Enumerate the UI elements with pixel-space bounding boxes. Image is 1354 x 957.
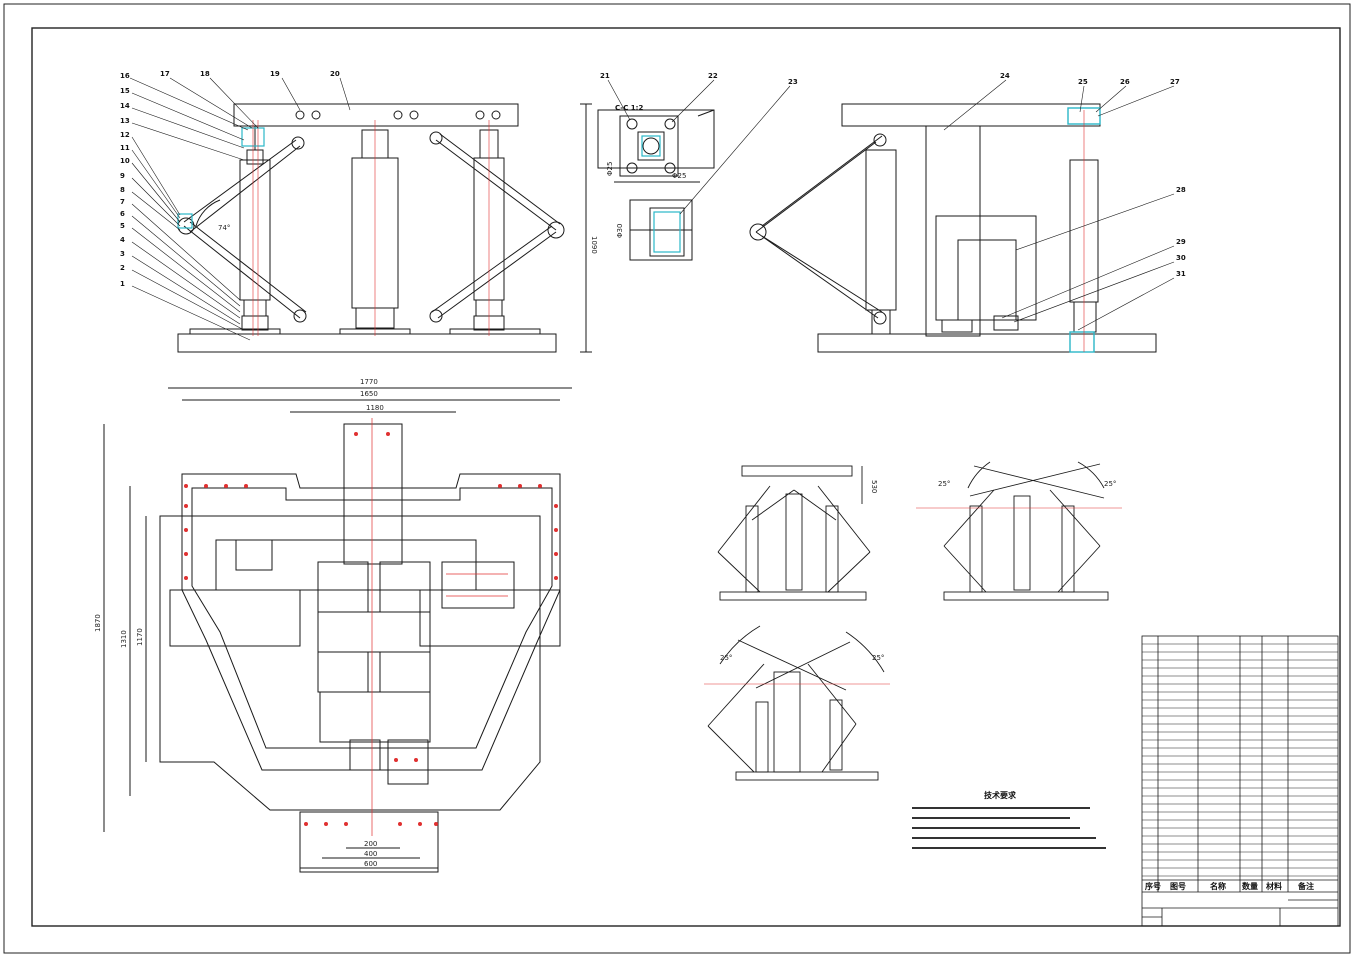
parts-header-no: 序号 [1145, 881, 1161, 891]
front-angle-label: 74° [218, 224, 230, 232]
pose-view-3 [707, 625, 885, 781]
plan-dim-1650: 1650 [360, 390, 378, 398]
balloon-8: 8 [120, 186, 125, 194]
plan-dim-400: 400 [364, 850, 377, 858]
pose-dim-angle-3: 25° [720, 654, 732, 662]
balloon-19: 19 [270, 70, 280, 78]
balloon-26: 26 [1120, 78, 1130, 86]
balloon-13: 13 [120, 117, 130, 125]
parts-list-rows [1142, 643, 1338, 877]
balloon-3: 3 [120, 250, 125, 258]
side-view [749, 103, 1157, 353]
plan-view [103, 387, 572, 873]
balloon-29: 29 [1176, 238, 1186, 246]
balloon-21: 21 [600, 72, 610, 80]
pose-view-2 [943, 461, 1109, 601]
parts-header-material: 材料 [1266, 881, 1282, 891]
balloon-12: 12 [120, 131, 130, 139]
balloon-18: 18 [200, 70, 210, 78]
balloon-14: 14 [120, 102, 130, 110]
tech-req-lines [912, 807, 1106, 849]
balloon-11: 11 [120, 144, 130, 152]
balloon-6: 6 [120, 210, 125, 218]
balloon-16: 16 [120, 72, 130, 80]
section-dim-d2: Φ25 [606, 162, 614, 176]
balloon-15: 15 [120, 87, 130, 95]
parts-header-remark: 备注 [1297, 881, 1314, 891]
balloon-20: 20 [330, 70, 340, 78]
balloon-24: 24 [1000, 72, 1010, 80]
balloon-23: 23 [788, 78, 798, 86]
tech-req-title: 技术要求 [984, 790, 1017, 800]
balloon-2: 2 [120, 264, 125, 272]
balloon-4: 4 [120, 236, 125, 244]
balloon-30: 30 [1176, 254, 1186, 262]
section-cc-label: C-C 1:2 [615, 104, 643, 112]
front-view-highlights [177, 127, 265, 229]
front-height-label: 1090 [590, 236, 598, 254]
balloon-1: 1 [120, 280, 125, 288]
inner-border [31, 27, 1341, 927]
balloon-10: 10 [120, 157, 130, 165]
balloon-9: 9 [120, 172, 125, 180]
parts-header-name: 名称 [1210, 881, 1226, 891]
pose-view-1 [717, 465, 871, 601]
plan-dim-1310: 1310 [120, 630, 128, 648]
balloon-5: 5 [120, 222, 125, 230]
plan-dim-1770: 1770 [360, 378, 378, 386]
pose-dim-angle-4: 25° [872, 654, 884, 662]
pose-dim-angle-2: 25° [1104, 480, 1116, 488]
plan-dim-1180: 1180 [366, 404, 384, 412]
front-view-balloons: 16 17 18 19 20 15 14 13 12 11 10 9 8 7 6… [120, 70, 351, 341]
section-dim-d1: Φ25 [672, 172, 686, 180]
front-view [177, 103, 592, 353]
plan-view-holes [184, 432, 558, 826]
balloon-31: 31 [1176, 270, 1186, 278]
plan-dim-1870: 1870 [94, 614, 102, 632]
plan-dim-200: 200 [364, 840, 377, 848]
front-view-centerlines [252, 120, 490, 336]
section-dim-d3: Φ30 [616, 224, 624, 238]
section-cc-highlights [641, 135, 681, 253]
balloon-25: 25 [1078, 78, 1088, 86]
balloon-27: 27 [1170, 78, 1180, 86]
parts-header-qty: 数量 [1242, 881, 1258, 891]
balloon-17: 17 [160, 70, 170, 78]
balloon-7: 7 [120, 198, 125, 206]
balloon-28: 28 [1176, 186, 1186, 194]
plan-dim-1170: 1170 [136, 628, 144, 646]
plan-dim-600: 600 [364, 860, 377, 868]
plan-view-centerlines [371, 418, 508, 836]
parts-header-code: 图号 [1170, 882, 1186, 891]
pose-dim-angle-1: 25° [938, 480, 950, 488]
balloon-22: 22 [708, 72, 718, 80]
outer-border [3, 3, 1351, 954]
section-cc-view [597, 109, 715, 261]
pose-dim-height: 530 [870, 480, 878, 493]
